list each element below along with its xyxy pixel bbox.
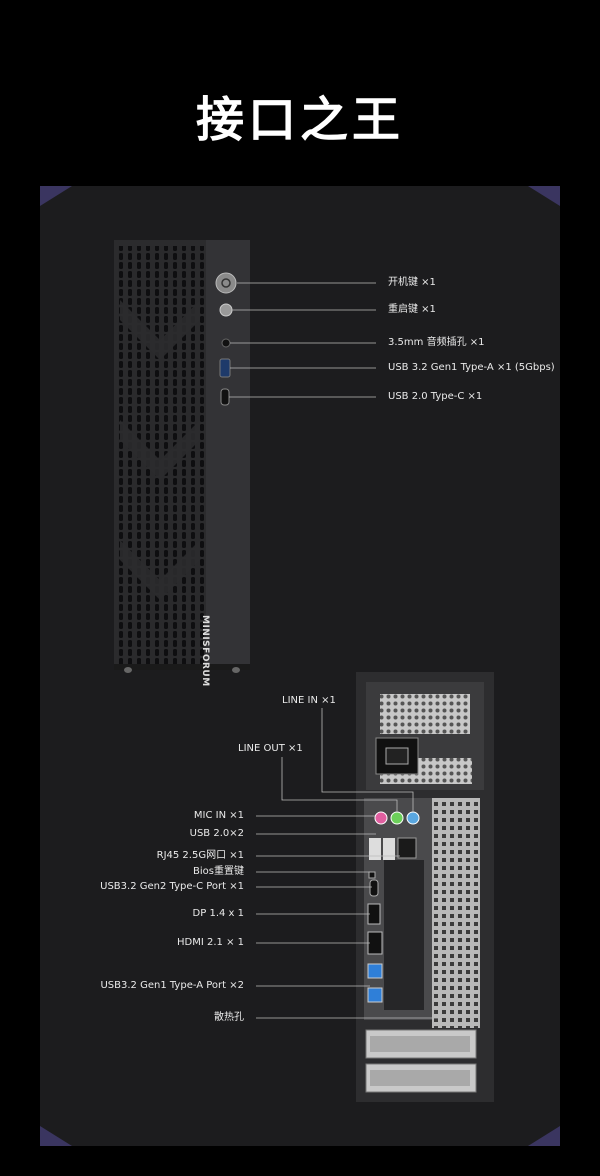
mic-in-jack-icon	[374, 811, 388, 825]
usb3-rear-port-icon	[367, 987, 383, 1003]
rear-port-label: LINE IN ×1	[282, 695, 336, 706]
front-port-label: 3.5mm 音频插孔 ×1	[388, 337, 485, 348]
rear-port-label: MIC IN ×1	[193, 810, 244, 821]
hdmi-port-icon	[367, 931, 383, 955]
power-button-icon	[215, 272, 237, 294]
rear-port-label: 散热孔	[214, 1012, 244, 1023]
rear-port-label: USB3.2 Gen1 Type-A Port ×2	[100, 980, 244, 991]
rj45-port-icon	[397, 837, 417, 859]
usb3-rear-port-icon	[367, 963, 383, 979]
rear-port-label: USB3.2 Gen2 Type-C Port ×1	[100, 881, 244, 892]
line-in-jack-icon	[406, 811, 420, 825]
front-port-label: 重启键 ×1	[388, 304, 436, 315]
front-port-label: USB 3.2 Gen1 Type-A ×1 (5Gbps)	[388, 362, 555, 373]
rear-port-label: DP 1.4 x 1	[192, 908, 244, 919]
rear-port-label: USB 2.0×2	[189, 828, 244, 839]
rear-port-label: HDMI 2.1 × 1	[177, 937, 244, 948]
page-title: 接口之王	[195, 92, 404, 148]
rear-port-label: LINE OUT ×1	[238, 743, 303, 754]
line-out-jack-icon	[390, 811, 404, 825]
usb-c-rear-icon	[369, 879, 379, 897]
front-port-label: USB 2.0 Type-C ×1	[388, 391, 483, 402]
front-port-label: 开机键 ×1	[388, 277, 436, 288]
rear-port-label: Bios重置键	[193, 866, 244, 877]
rear-port-label: RJ45 2.5G网口 ×1	[156, 850, 244, 861]
